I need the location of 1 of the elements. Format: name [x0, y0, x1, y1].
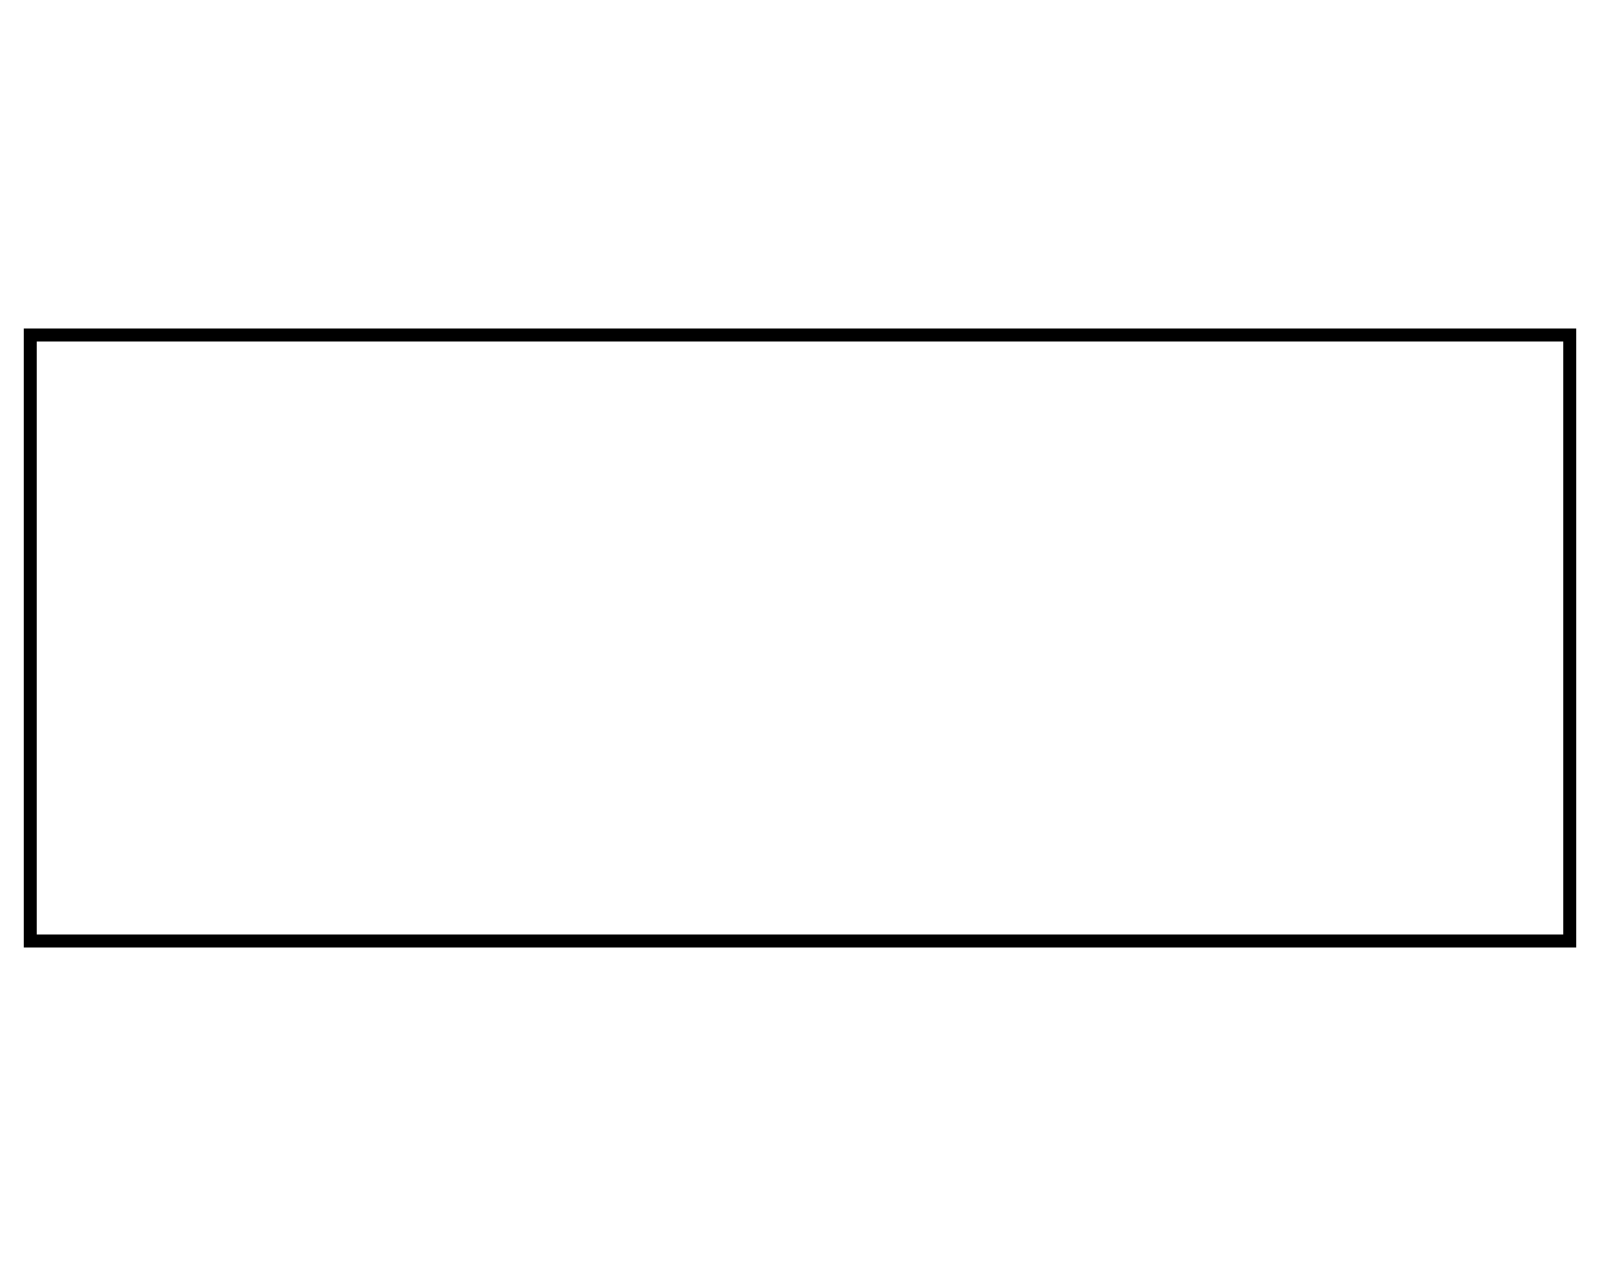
node-box: [23, 328, 1577, 948]
